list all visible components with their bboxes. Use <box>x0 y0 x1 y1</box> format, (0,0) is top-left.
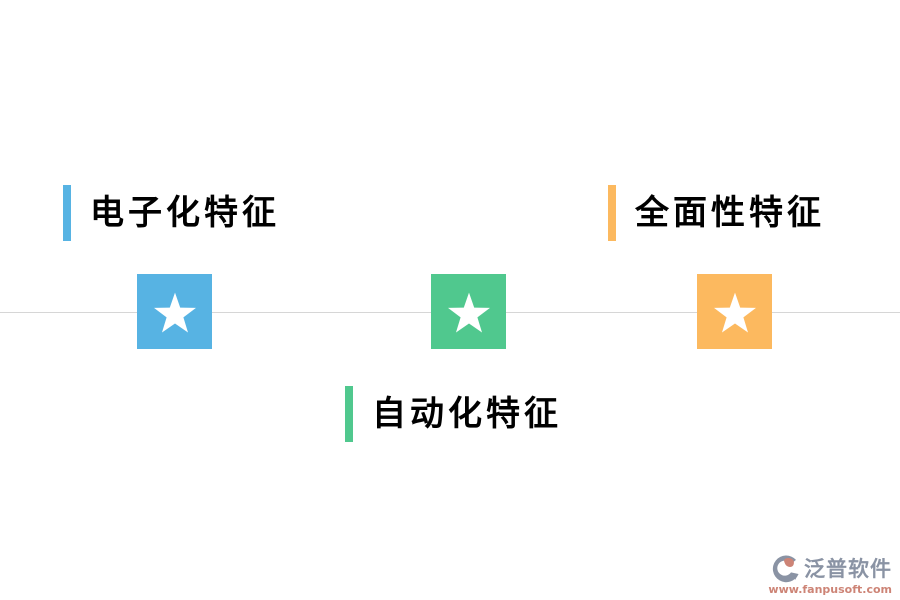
accent-bar-automation <box>345 386 353 442</box>
brand-watermark: 泛普软件 www.fanpusoft.com <box>752 553 892 596</box>
star-icon <box>447 292 490 333</box>
brand-name: 泛普软件 <box>804 557 892 581</box>
fanpu-logo-icon <box>772 555 799 583</box>
feature-node-automation <box>431 274 506 349</box>
feature-node-comprehensive <box>697 274 772 349</box>
accent-bar-electronic <box>63 185 71 241</box>
accent-bar-comprehensive <box>608 185 616 241</box>
brand-url: www.fanpusoft.com <box>768 583 892 596</box>
feature-label-automation: 自动化特征 <box>345 386 562 442</box>
feature-node-electronic <box>137 274 212 349</box>
feature-label-comprehensive: 全面性特征 <box>608 185 825 241</box>
star-icon <box>713 292 756 333</box>
feature-title-comprehensive: 全面性特征 <box>635 193 825 233</box>
star-icon <box>153 292 196 333</box>
feature-title-electronic: 电子化特征 <box>90 193 280 233</box>
feature-title-automation: 自动化特征 <box>372 394 562 434</box>
feature-label-electronic: 电子化特征 <box>63 185 280 241</box>
